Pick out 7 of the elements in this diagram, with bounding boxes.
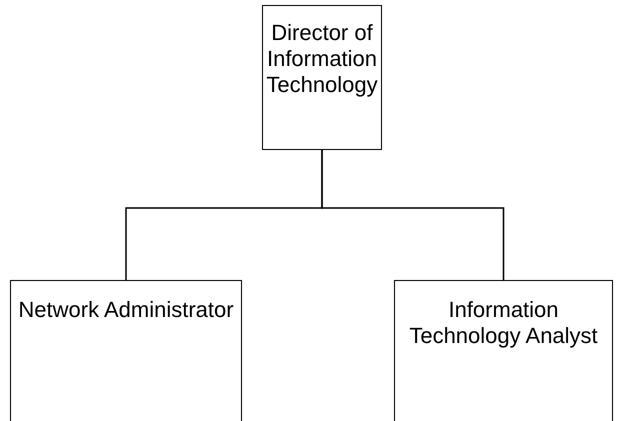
role-title: Information Technology Analyst xyxy=(408,297,599,350)
org-box xyxy=(10,280,242,421)
connector-line xyxy=(321,150,504,280)
role-title: Director of Information Technology xyxy=(265,20,379,99)
role-title: Network Administrator xyxy=(18,297,234,324)
org-box xyxy=(262,5,382,150)
org-box xyxy=(394,280,613,421)
